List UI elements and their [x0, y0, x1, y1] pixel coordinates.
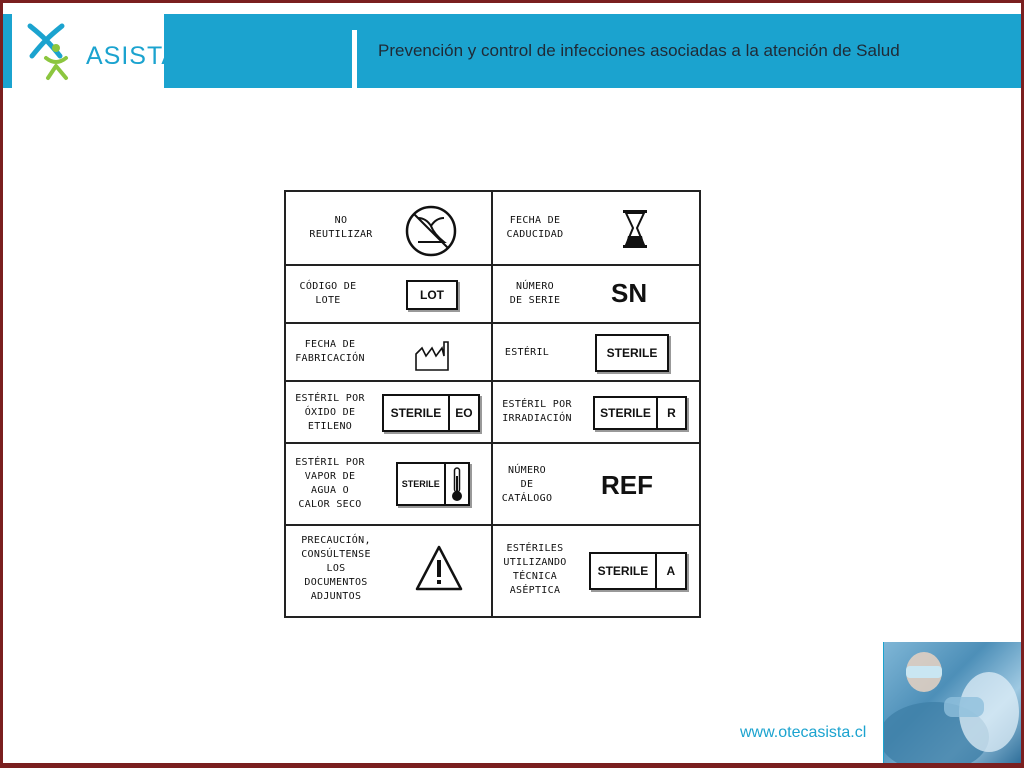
cell-label: PRECAUCIÓN, CONSÚLTENSE LOS DOCUMENTOS A… — [301, 535, 371, 602]
sterile-a-suffix: A — [666, 564, 676, 578]
page-title: Prevención y control de infecciones asoc… — [378, 41, 900, 60]
serial-number-symbol: SN — [611, 278, 648, 308]
table-cell: ESTÉRILES UTILIZANDO TÉCNICA ASÉPTICA ST… — [493, 526, 699, 616]
hourglass-icon — [623, 210, 647, 248]
cell-label: NÚMERO DE SERIE — [509, 281, 561, 306]
cell-label: ESTÉRIL POR ÓXIDO DE ETILENO — [295, 393, 365, 432]
logo: ASISTA — [26, 16, 178, 84]
cell-label: ESTÉRIL POR IRRADIACIÓN — [502, 399, 572, 424]
sterile-eo-symbol-text: STERILE — [384, 396, 450, 430]
cell-label: CÓDIGO DE LOTE — [299, 281, 357, 306]
symbol-table: NO REUTILIZAR FECHA DE CADUCIDAD CÓDIGO … — [284, 190, 701, 618]
table-cell: FECHA DE CADUCIDAD — [493, 192, 699, 266]
table-cell: FECHA DE FABRICACIÓN — [286, 324, 493, 382]
cell-label: NÚMERO DE CATÁLOGO — [501, 465, 553, 504]
lot-symbol: LOT — [406, 280, 458, 310]
sterile-eo-suffix: EO — [455, 406, 473, 420]
sterile-steam-symbol-text: STERILE — [398, 464, 446, 504]
header-bar — [164, 14, 1021, 88]
table-cell: PRECAUCIÓN, CONSÚLTENSE LOS DOCUMENTOS A… — [286, 526, 493, 616]
thermometer-icon-wrap — [446, 464, 468, 504]
frame-left — [0, 0, 3, 768]
table-cell: NÚMERO DE CATÁLOGO REF — [493, 444, 699, 526]
sterile-a-symbol: STERILE A — [589, 552, 687, 590]
sterile-steam-symbol: STERILE — [396, 462, 470, 506]
cell-label: ESTÉRIL — [504, 347, 550, 358]
sterile-symbol: STERILE — [595, 334, 669, 372]
table-cell: ESTÉRIL POR IRRADIACIÓN STERILE R — [493, 382, 699, 444]
frame-right — [1021, 0, 1024, 768]
sterile-a-symbol-text: STERILE — [591, 554, 657, 588]
header-left-accent — [3, 14, 12, 88]
cell-label: ESTÉRIL POR VAPOR DE AGUA O CALOR SECO — [295, 457, 365, 510]
sterile-r-suffix: R — [667, 406, 676, 420]
table-cell: ESTÉRIL POR VAPOR DE AGUA O CALOR SECO S… — [286, 444, 493, 526]
table-cell: ESTÉRIL STERILE — [493, 324, 699, 382]
table-cell: NO REUTILIZAR — [286, 192, 493, 266]
sterile-eo-symbol: STERILE EO — [382, 394, 480, 432]
surgery-photo-illustration — [884, 652, 1019, 763]
frame-top — [0, 0, 1024, 3]
sterile-r-symbol-text: STERILE — [595, 398, 658, 428]
do-not-reuse-icon — [405, 205, 457, 257]
factory-icon — [415, 341, 449, 371]
surgery-photo — [884, 642, 1021, 763]
table-cell: CÓDIGO DE LOTE LOT — [286, 266, 493, 324]
logo-figure-icon — [27, 23, 68, 80]
frame-bottom — [0, 763, 1024, 768]
header-divider — [352, 30, 357, 88]
sterile-r-symbol: STERILE R — [593, 396, 687, 430]
cell-label: FECHA DE FABRICACIÓN — [295, 339, 365, 364]
warning-triangle-icon — [415, 545, 463, 591]
footer-url[interactable]: www.otecasista.cl — [740, 724, 867, 741]
cell-label: FECHA DE CADUCIDAD — [506, 215, 564, 240]
table-cell: NÚMERO DE SERIE SN — [493, 266, 699, 324]
catalog-number-symbol: REF — [601, 470, 653, 500]
lot-symbol-text: LOT — [420, 288, 444, 302]
sterile-symbol-text: STERILE — [606, 346, 658, 360]
cell-label: NO REUTILIZAR — [309, 215, 373, 240]
thermometer-icon — [451, 467, 462, 501]
cell-label: ESTÉRILES UTILIZANDO TÉCNICA ASÉPTICA — [503, 543, 567, 596]
logo-text: ASISTA — [86, 42, 180, 70]
table-cell: ESTÉRIL POR ÓXIDO DE ETILENO STERILE EO — [286, 382, 493, 444]
